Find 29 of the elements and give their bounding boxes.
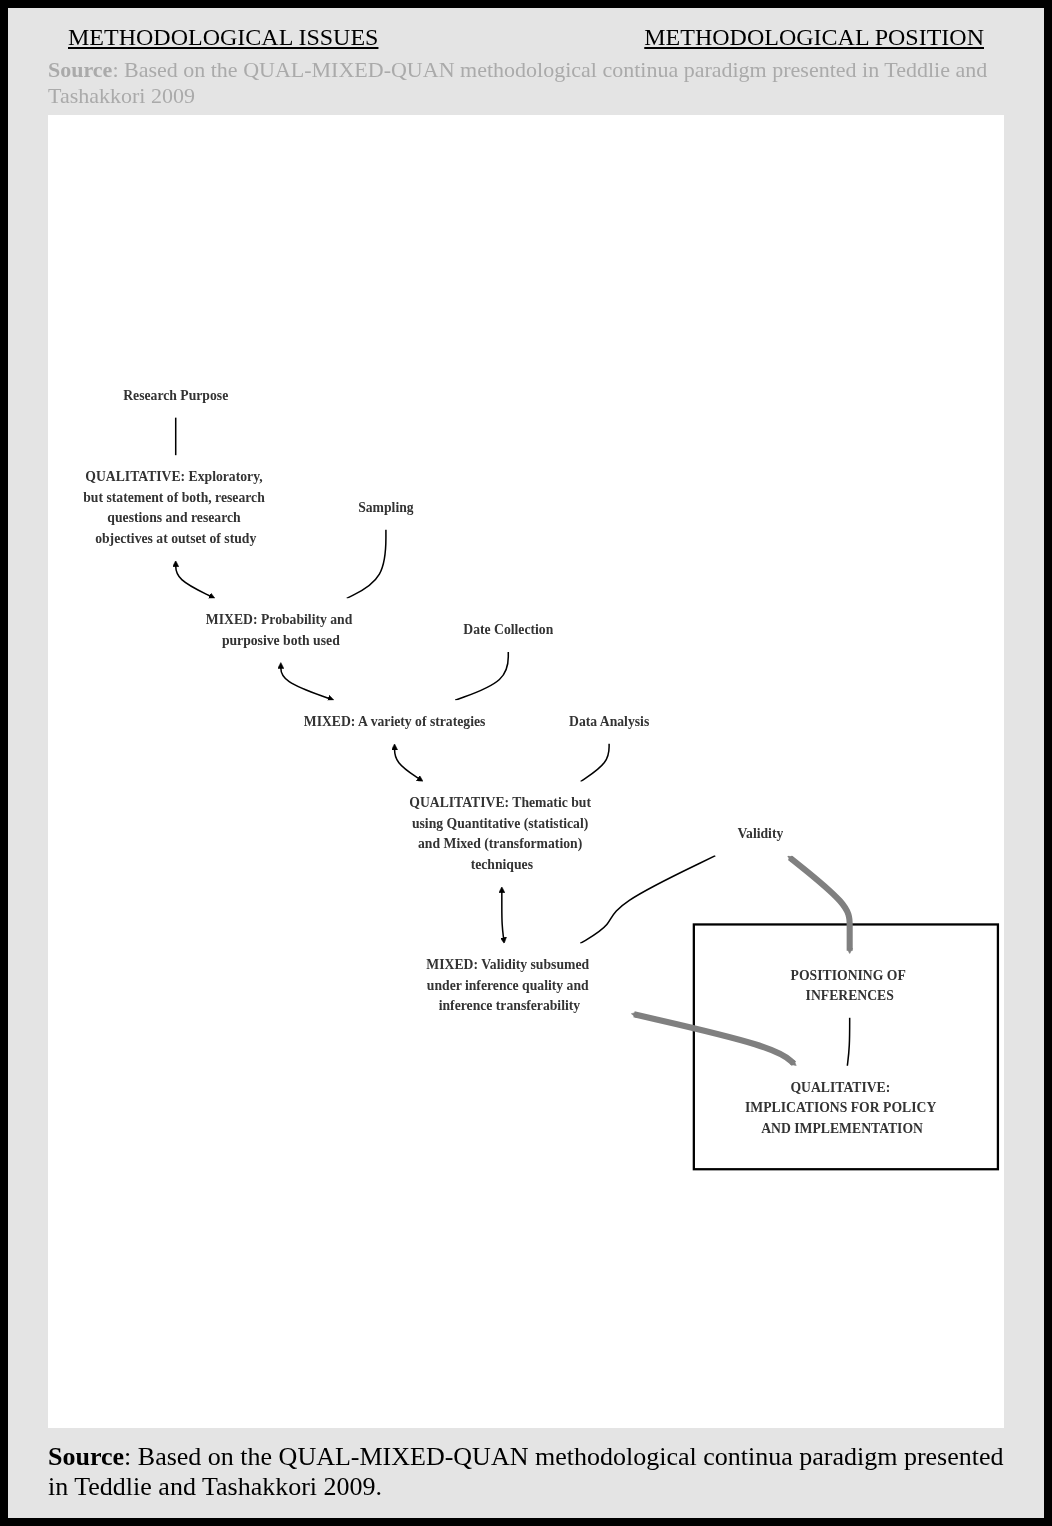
node-text: Sampling — [358, 499, 414, 515]
node-text: MIXED: A variety of strategies — [303, 713, 486, 729]
arrow — [498, 886, 507, 944]
node-text: Validity — [737, 825, 784, 842]
connector — [174, 416, 177, 456]
node-text: Date Collection — [463, 622, 554, 638]
node-text: Research Purpose — [123, 387, 229, 403]
source-note: Source: Based on the QUAL-MIXED-QUAN methodological continua paradigm presented in Teddlie and Tashakkori 2009. — [48, 1442, 1004, 1502]
arrow — [631, 1011, 797, 1066]
arrow — [172, 560, 216, 599]
arrow — [787, 855, 853, 954]
source-note: Source: Based on the QUAL-MIXED-QUAN methodological continua paradigm presented in Teddlie and Tashakkori 2009 — [48, 57, 989, 109]
node-text: Data Analysis — [568, 713, 650, 729]
node-text: MIXED: Probability and purposive both used — [205, 611, 353, 648]
connector — [579, 854, 717, 945]
arrow — [277, 662, 335, 702]
node-text: QUALITATIVE: Exploratory, but statement of both, research questions and research objectives at outset of study — [83, 468, 265, 546]
cluster — [692, 923, 1000, 1171]
column-heading: METHODOLOGICAL ISSUES — [68, 24, 379, 51]
connector — [345, 528, 387, 599]
connector — [846, 1016, 851, 1067]
node-text: POSITIONING OF INFERENCES — [790, 967, 906, 1003]
arrow — [391, 743, 424, 782]
column-heading: METHODOLOGICAL POSITION — [644, 24, 984, 51]
node-text: MIXED: Validity subsumed under inference quality and inference transferability — [426, 956, 590, 1014]
connector — [579, 742, 610, 783]
connector — [454, 651, 510, 701]
node-text: QUALITATIVE: IMPLICATIONS FOR POLICY AND IMPLEMENTATION — [744, 1079, 936, 1136]
node-text: QUALITATIVE: Thematic but using Quantitative (statistical) and Mixed (transformation) techniques — [409, 795, 591, 872]
